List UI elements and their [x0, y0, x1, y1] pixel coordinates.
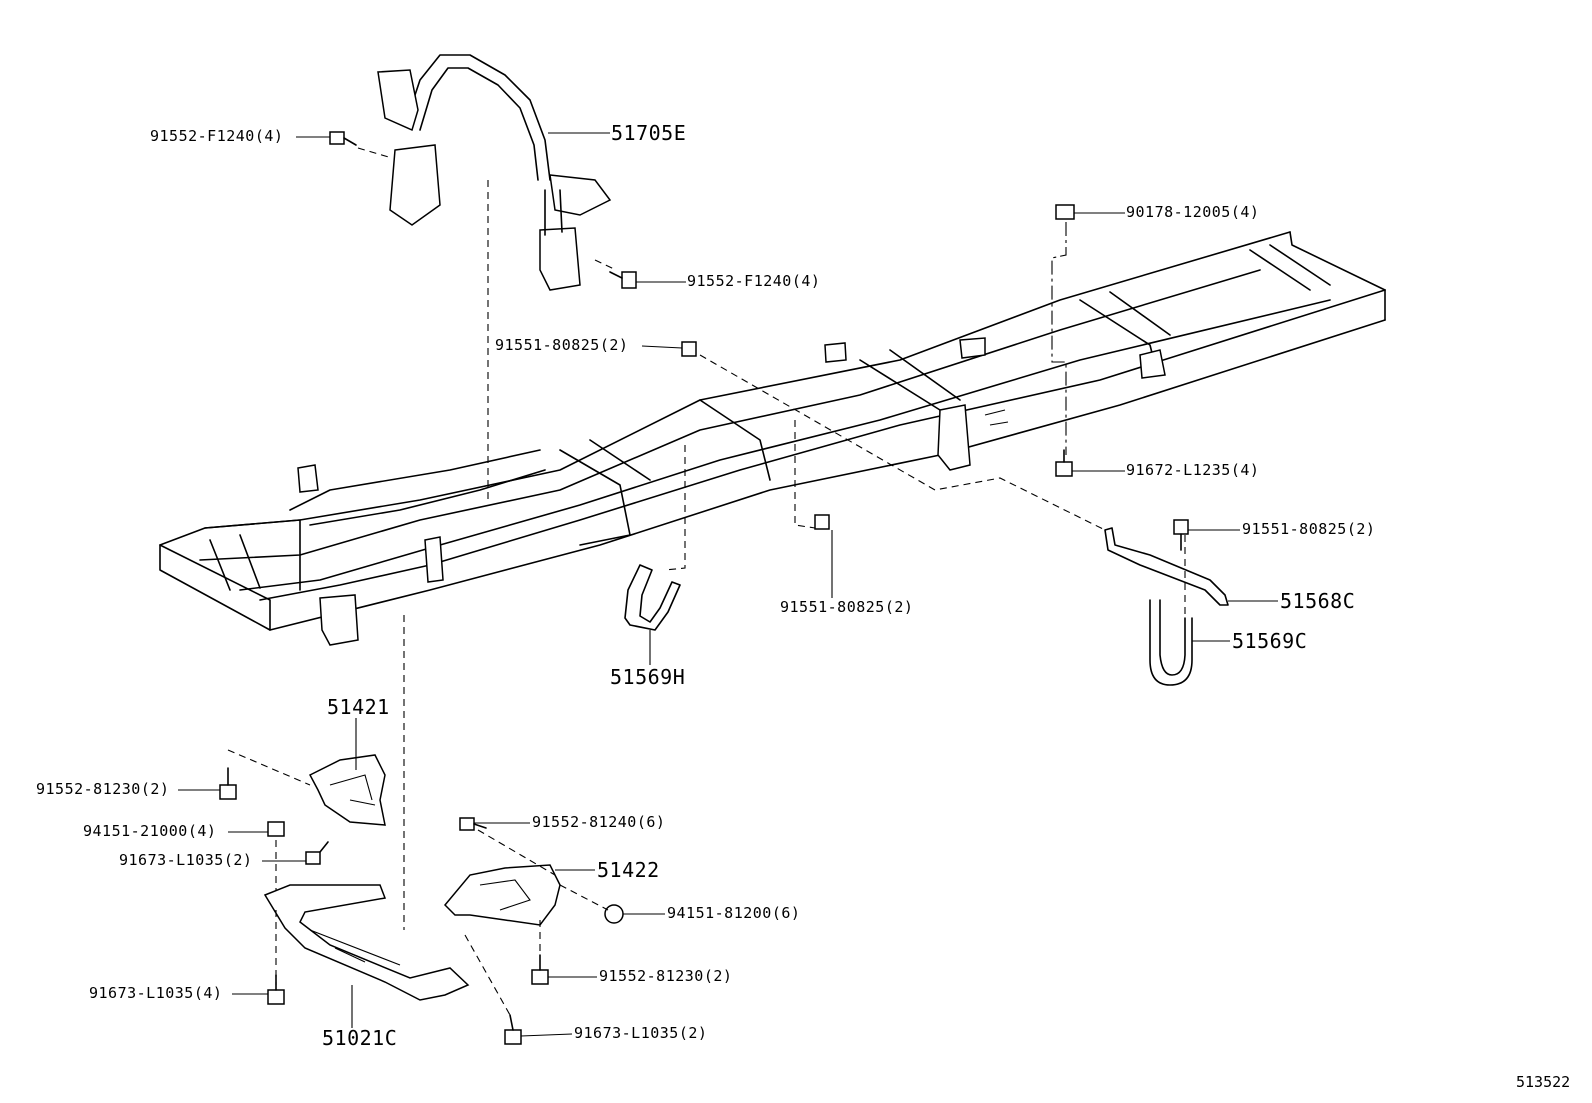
part-label-91552-81230-left: 91552-81230(2): [36, 780, 170, 798]
part-label-51568C: 51568C: [1280, 589, 1356, 613]
roll-bar-51705E: [377, 54, 612, 291]
ubolt-51569C-shape: [1149, 599, 1193, 686]
leader-lines: [178, 132, 1278, 1037]
mount-51421-shape: [308, 754, 386, 826]
part-label-51705E: 51705E: [611, 121, 687, 145]
part-label-91551-80825-mid: 91551-80825(2): [780, 598, 914, 616]
part-label-94151-21000: 94151-21000(4): [83, 822, 217, 840]
part-label-91673-L1035-4: 91673-L1035(4): [89, 984, 223, 1002]
mount-51422-shape: [443, 864, 561, 926]
bracket-51569H-shape: [624, 564, 681, 631]
part-label-91673-L1035-2-bottom: 91673-L1035(2): [574, 1024, 708, 1042]
part-label-91552-F1240-left: 91552-F1240(4): [150, 127, 284, 145]
part-label-91673-L1035-2-left: 91673-L1035(2): [119, 851, 253, 869]
crossmember-51021C-shape: [263, 884, 470, 1001]
part-label-91552-F1240-right: 91552-F1240(4): [687, 272, 821, 290]
chassis-frame: [159, 231, 1386, 646]
part-label-91672-L1235: 91672-L1235(4): [1126, 461, 1260, 479]
part-label-91551-80825-top: 91551-80825(2): [495, 336, 629, 354]
part-label-51569H: 51569H: [610, 665, 686, 689]
part-label-91552-81230-right: 91552-81230(2): [599, 967, 733, 985]
figure-number: 513522: [1516, 1073, 1571, 1091]
assembly-lines: [227, 147, 1186, 1016]
part-label-94151-81200: 94151-81200(6): [667, 904, 801, 922]
part-label-91552-81240: 91552-81240(6): [532, 813, 666, 831]
part-label-51422: 51422: [597, 858, 660, 882]
part-label-91551-80825-right: 91551-80825(2): [1242, 520, 1376, 538]
fasteners: [219, 131, 1189, 1045]
bracket-51568C-shape: [1104, 527, 1229, 606]
part-label-51421: 51421: [327, 695, 390, 719]
part-label-90178-12005: 90178-12005(4): [1126, 203, 1260, 221]
part-label-51569C: 51569C: [1232, 629, 1308, 653]
part-label-51021C: 51021C: [322, 1026, 398, 1050]
